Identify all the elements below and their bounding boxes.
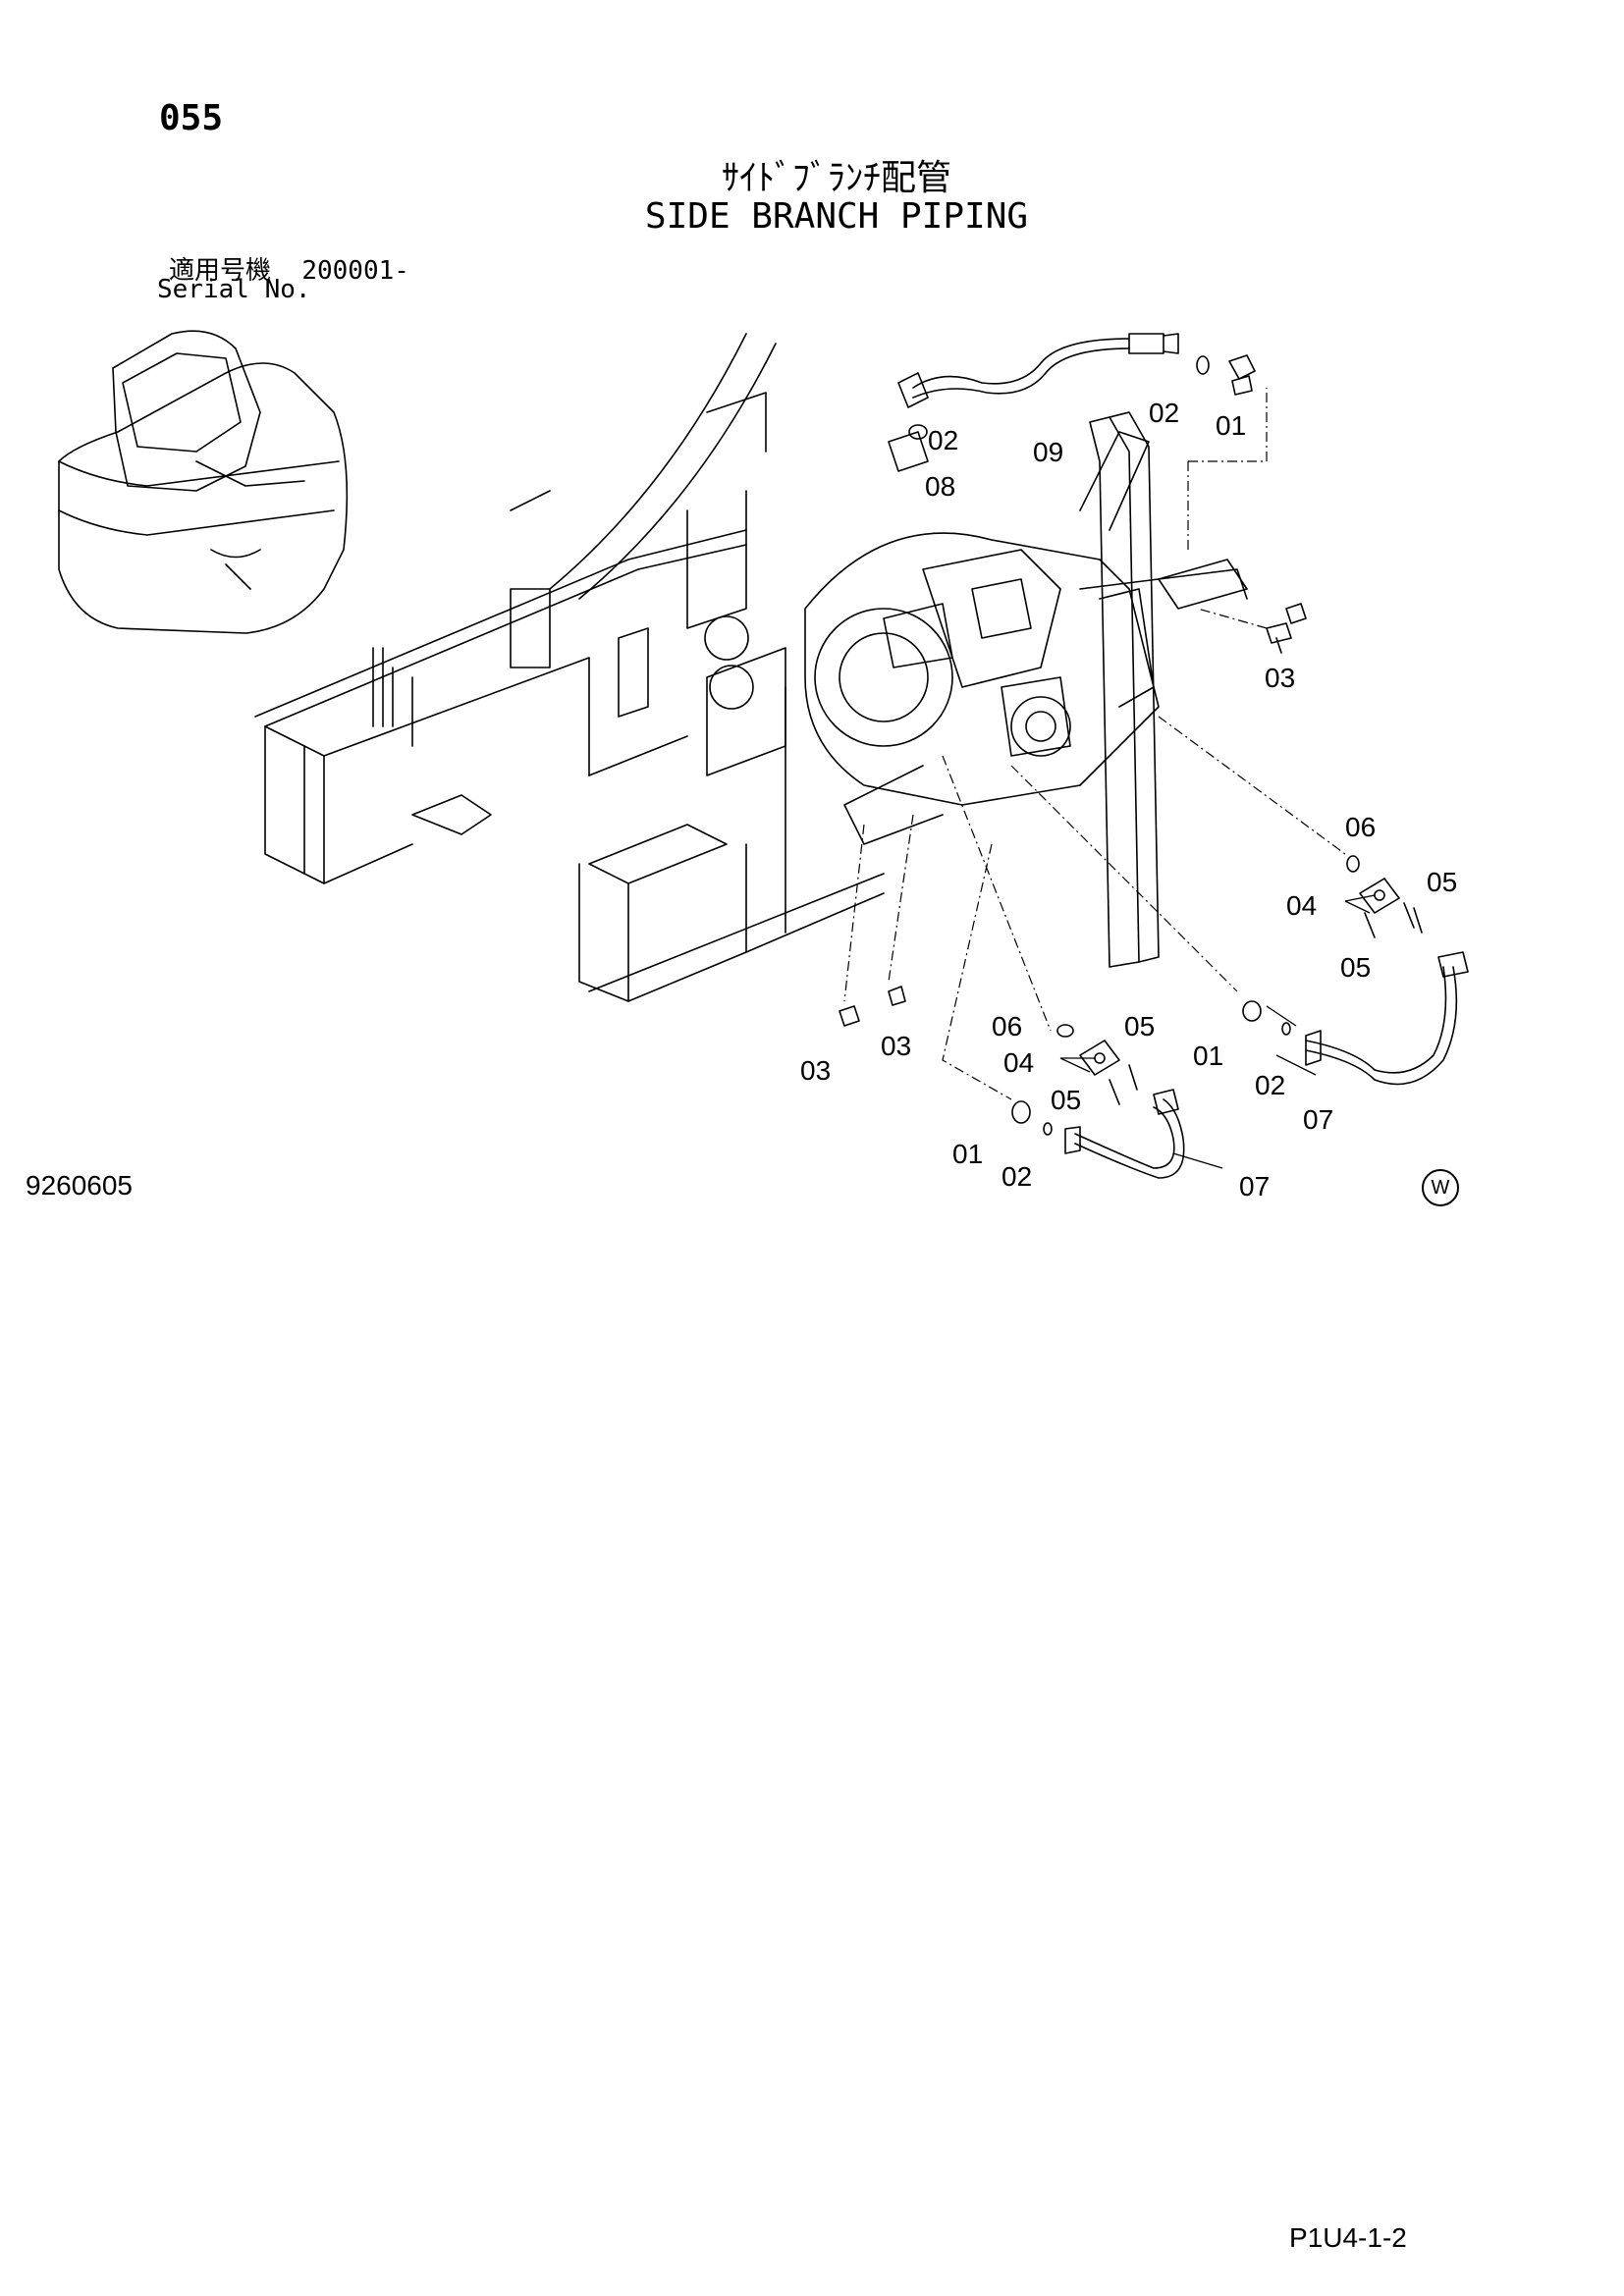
callout-label: 05 — [1051, 1085, 1081, 1115]
callout-label: 07 — [1303, 1104, 1333, 1135]
bolts-03 — [839, 603, 1307, 1027]
callout-leaders — [1059, 894, 1376, 1169]
w-mark-icon: W — [1422, 1169, 1459, 1206]
callout-label: 02 — [1001, 1161, 1032, 1192]
callout-label: 04 — [1003, 1047, 1034, 1078]
machine-overview-thumbnail — [58, 330, 349, 634]
flange-group-right — [1346, 855, 1423, 938]
callout-label: 01 — [1193, 1041, 1223, 1071]
callout-label: 03 — [800, 1055, 831, 1086]
callout-label: 02 — [1149, 398, 1179, 428]
title-english: SIDE BRANCH PIPING — [644, 196, 1029, 237]
serial-label-japanese: 適用号機 200001- — [169, 250, 409, 287]
bracket-right — [1079, 411, 1292, 968]
serial-label-jp-text: 適用号機 — [169, 256, 272, 286]
callout-label: 03 — [1265, 663, 1295, 693]
leader-lines — [843, 388, 1346, 1100]
serial-label-english: Serial No. — [157, 275, 311, 304]
callout-label: 01 — [1216, 410, 1246, 441]
callout-label: 08 — [925, 471, 955, 502]
page-number: 055 — [159, 98, 224, 138]
callout-label: 05 — [1124, 1011, 1155, 1041]
callout-label: 09 — [1033, 437, 1063, 467]
callout-label: 07 — [1239, 1171, 1270, 1201]
callout-label: 05 — [1340, 952, 1371, 983]
callout-label: 04 — [1286, 890, 1317, 921]
callout-label: 06 — [992, 1011, 1022, 1041]
flange-group-lower — [1056, 1024, 1138, 1105]
title-japanese: ｻｲﾄﾞﾌﾞﾗﾝﾁ配管 — [721, 158, 951, 198]
callout-label: 01 — [952, 1139, 983, 1169]
upper-frame — [254, 333, 944, 1002]
pipe-07-lower — [1011, 1089, 1185, 1179]
callout-label: 05 — [1427, 867, 1457, 897]
callout-label: 03 — [881, 1031, 911, 1061]
page-code: P1U4-1-2 — [1289, 2222, 1407, 2253]
callout-label: 06 — [1345, 812, 1376, 842]
callouts: 02 01 02 09 08 03 06 05 04 05 03 03 06 0… — [800, 398, 1457, 1201]
pipe-09 — [897, 333, 1179, 408]
callout-label: 02 — [928, 425, 958, 455]
drawing-number: 9260605 — [26, 1170, 134, 1201]
fittings-top — [888, 354, 1256, 472]
pipe-07-right — [1242, 951, 1469, 1086]
callout-label: 02 — [1255, 1070, 1285, 1100]
serial-value: 200001- — [301, 256, 409, 286]
